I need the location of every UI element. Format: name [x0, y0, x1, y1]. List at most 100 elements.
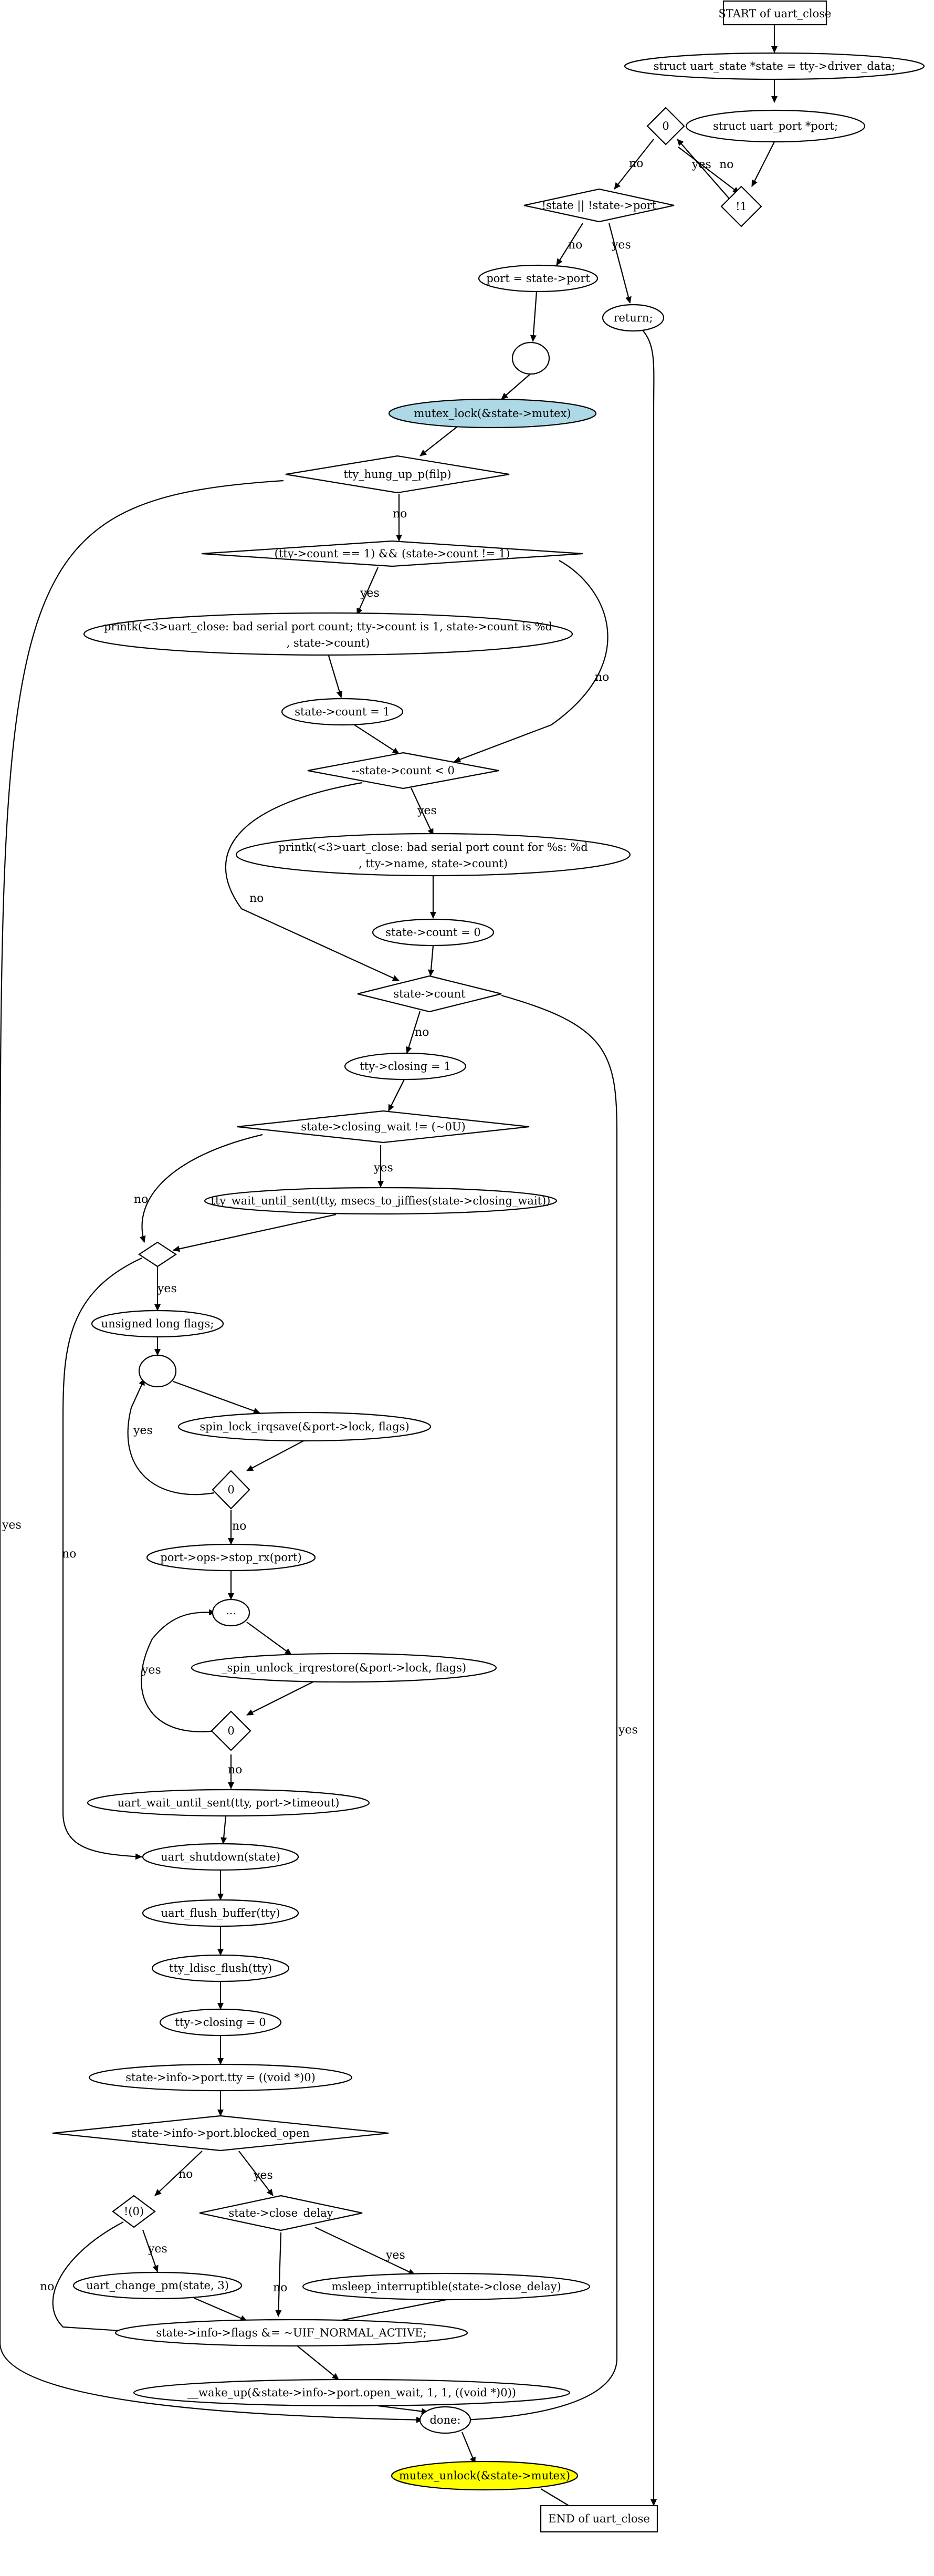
node-state-count-0: state->count = 0: [372, 918, 495, 947]
node-port-assign: port = state->port: [478, 264, 599, 293]
node-uart-shutdown: uart_shutdown(state): [142, 1843, 299, 1871]
edges: [0, 25, 778, 2511]
node-diamond-tty-hung-up: tty_hung_up_p(filp): [285, 455, 510, 494]
node-tty-ldisc-flush: tty_ldisc_flush(tty): [151, 1954, 290, 1982]
edge-label-d13-n26-yes: yes: [385, 2249, 405, 2262]
edge-d13-n27-no: [275, 2232, 282, 2317]
svg-text:_spin_unlock_irqrestore(&port-: _spin_unlock_irqrestore(&port->lock, fla…: [222, 1661, 466, 1674]
edge-n4-end: [643, 330, 657, 2506]
edge-n8-d5: [354, 724, 400, 754]
svg-text:state->info->flags &= ~UIF_NOR: state->info->flags &= ~UIF_NORMAL_ACTIVE…: [156, 2326, 426, 2339]
node-ellipsis-junction: ...: [212, 1598, 250, 1627]
edge-label-d2-n4-yes: yes: [611, 238, 631, 252]
node-tty-wait-until-sent: tty_wait_until_sent(tty, msecs_to_jiffie…: [204, 1187, 558, 1215]
svg-text:tty_wait_until_sent(tty, msecs: tty_wait_until_sent(tty, msecs_to_jiffie…: [211, 1194, 551, 1207]
node-unsigned-flags: unsigned long flags;: [91, 1310, 224, 1338]
svg-text:tty_hung_up_p(filp): tty_hung_up_p(filp): [343, 468, 451, 481]
svg-text:done:: done:: [429, 2414, 460, 2426]
edge-d8-n20-no: [62, 1258, 142, 1860]
edge-n7-n8: [327, 653, 343, 698]
edge-label-d4-n7-yes: yes: [360, 587, 380, 600]
edge-d1-d0-yes: [677, 139, 733, 203]
edge-d11-d13-yes: [238, 2151, 274, 2196]
edge-n29-n30: [461, 2432, 476, 2464]
svg-text:START of uart_close: START of uart_close: [719, 7, 832, 20]
svg-text:state->close_delay: state->close_delay: [228, 2207, 333, 2219]
edge-d2-n3-no: [556, 223, 583, 266]
node-flags-clear: state->info->flags &= ~UIF_NORMAL_ACTIVE…: [114, 2319, 468, 2347]
edge-label-d6-n29-yes: yes: [618, 1723, 638, 1737]
edge-label-d7-d8-no: no: [134, 1193, 148, 1206]
node-tty-closing-0: tty->closing = 0: [159, 2008, 282, 2037]
svg-text:__wake_up(&state->info->port.o: __wake_up(&state->info->port.open_wait, …: [187, 2386, 516, 2399]
svg-text:!1: !1: [736, 200, 747, 213]
node-uart-flush-buffer: uart_flush_buffer(tty): [142, 1899, 299, 1927]
svg-text:state->count = 0: state->count = 0: [385, 926, 481, 939]
node-diamond-not-0: !(0): [112, 2195, 156, 2228]
node-port-tty-null: state->info->port.tty = ((void *)0): [88, 2063, 353, 2092]
edge-labels: yes no no no yes no yes yes no yes no no…: [2, 157, 733, 2294]
edge-n2-d1: [751, 141, 775, 187]
edge-d0-d2-no: [614, 139, 654, 190]
node-mutex-unlock: mutex_unlock(&state->mutex): [391, 2460, 579, 2491]
node-diamond-closing-wait: state->closing_wait != (~0U): [237, 1110, 530, 1144]
svg-text:uart_change_pm(state, 3): uart_change_pm(state, 3): [86, 2279, 229, 2292]
edge-n19-n20: [221, 1816, 227, 1844]
svg-text:0: 0: [227, 1725, 234, 1737]
node-port-declaration: struct uart_port *port;: [685, 109, 866, 143]
edge-d5-n9-yes: [411, 787, 434, 836]
nodes: START of uart_close struct uart_state *s…: [52, 0, 925, 2533]
edge-n10-d6: [428, 945, 435, 977]
edge-label-d10-n17-yes: yes: [141, 1664, 161, 1677]
edge-n3-n5: [530, 291, 538, 342]
edge-d6-n11-no: [405, 1011, 421, 1054]
node-spin-unlock-irqrestore: _spin_unlock_irqrestore(&port->lock, fla…: [191, 1653, 497, 1683]
svg-text:printk(<3>uart_close: bad seri: printk(<3>uart_close: bad serial port co…: [104, 620, 552, 633]
edge-n28-n29: [377, 2405, 428, 2415]
edge-n18-d10: [246, 1680, 316, 1716]
svg-text:state->count = 1: state->count = 1: [295, 705, 390, 718]
node-state-count-1: state->count = 1: [281, 698, 404, 726]
edge-n15-d9: [246, 1440, 305, 1471]
svg-text:uart_shutdown(state): uart_shutdown(state): [161, 1851, 280, 1863]
node-wake-up: __wake_up(&state->info->port.open_wait, …: [133, 2378, 571, 2407]
svg-text:state->info->port.tty = ((void: state->info->port.tty = ((void *)0): [125, 2071, 316, 2084]
edge-d3-n29-yes: [0, 480, 423, 2423]
edge-n17-n18: [246, 1622, 292, 1655]
edge-label-d12-n25-yes: yes: [148, 2242, 167, 2256]
edge-d11-d12-no: [154, 2151, 203, 2196]
edge-label-d5-d6-no: no: [249, 892, 264, 905]
node-uart-change-pm: uart_change_pm(state, 3): [72, 2271, 243, 2300]
node-diamond-empty: [138, 1241, 177, 1268]
edge-label-d9-n16-no: no: [232, 1520, 246, 1533]
edge-d12-n27-no: [52, 2221, 145, 2335]
svg-text:uart_flush_buffer(tty): uart_flush_buffer(tty): [161, 1907, 280, 1919]
edge-n27-n28: [296, 2345, 339, 2380]
edge-d2-n4-yes: [608, 223, 632, 304]
edge-n12-d8: [173, 1213, 337, 1252]
edge-label-d11-d12-no: no: [179, 2168, 193, 2181]
edge-label-d3-d4-no: no: [393, 507, 407, 521]
edge-label-d10-n19-no: no: [228, 1763, 242, 1777]
svg-text:0: 0: [662, 120, 669, 132]
node-stop-rx: port->ops->stop_rx(port): [146, 1543, 316, 1572]
edge-label-d13-n27-no: no: [273, 2281, 287, 2294]
svg-text:spin_lock_irqsave(&port->lock,: spin_lock_irqsave(&port->lock, flags): [200, 1420, 409, 1433]
node-mutex-lock: mutex_lock(&state->mutex): [388, 398, 597, 429]
node-msleep-interruptible: msleep_interruptible(state->close_delay): [302, 2272, 591, 2301]
svg-text:printk(<3>uart_close: bad seri: printk(<3>uart_close: bad serial port co…: [278, 841, 588, 854]
svg-text:port = state->port: port = state->port: [486, 272, 590, 285]
node-diamond-state-check: !state || !state->port: [523, 188, 675, 223]
node-diamond-0-top: 0: [646, 107, 685, 146]
edge-label-d0-d2-no: no: [629, 157, 643, 170]
edge-d6-n29-yes: [461, 994, 618, 2423]
svg-text:unsigned long flags;: unsigned long flags;: [101, 1317, 214, 1330]
svg-text:(tty->count == 1) && (state->c: (tty->count == 1) && (state->count != 1): [275, 547, 510, 560]
node-done-label: done:: [419, 2406, 471, 2434]
svg-text:port->ops->stop_rx(port): port->ops->stop_rx(port): [160, 1551, 301, 1564]
edge-label-d0-d1-no: no: [719, 158, 733, 171]
svg-text:uart_wait_until_sent(tty, port: uart_wait_until_sent(tty, port->timeout): [118, 1796, 340, 1809]
edge-n25-n27: [194, 2297, 247, 2322]
edge-label-d2-n3-no: no: [568, 238, 582, 252]
node-tty-closing-1: tty->closing = 1: [344, 1052, 467, 1081]
